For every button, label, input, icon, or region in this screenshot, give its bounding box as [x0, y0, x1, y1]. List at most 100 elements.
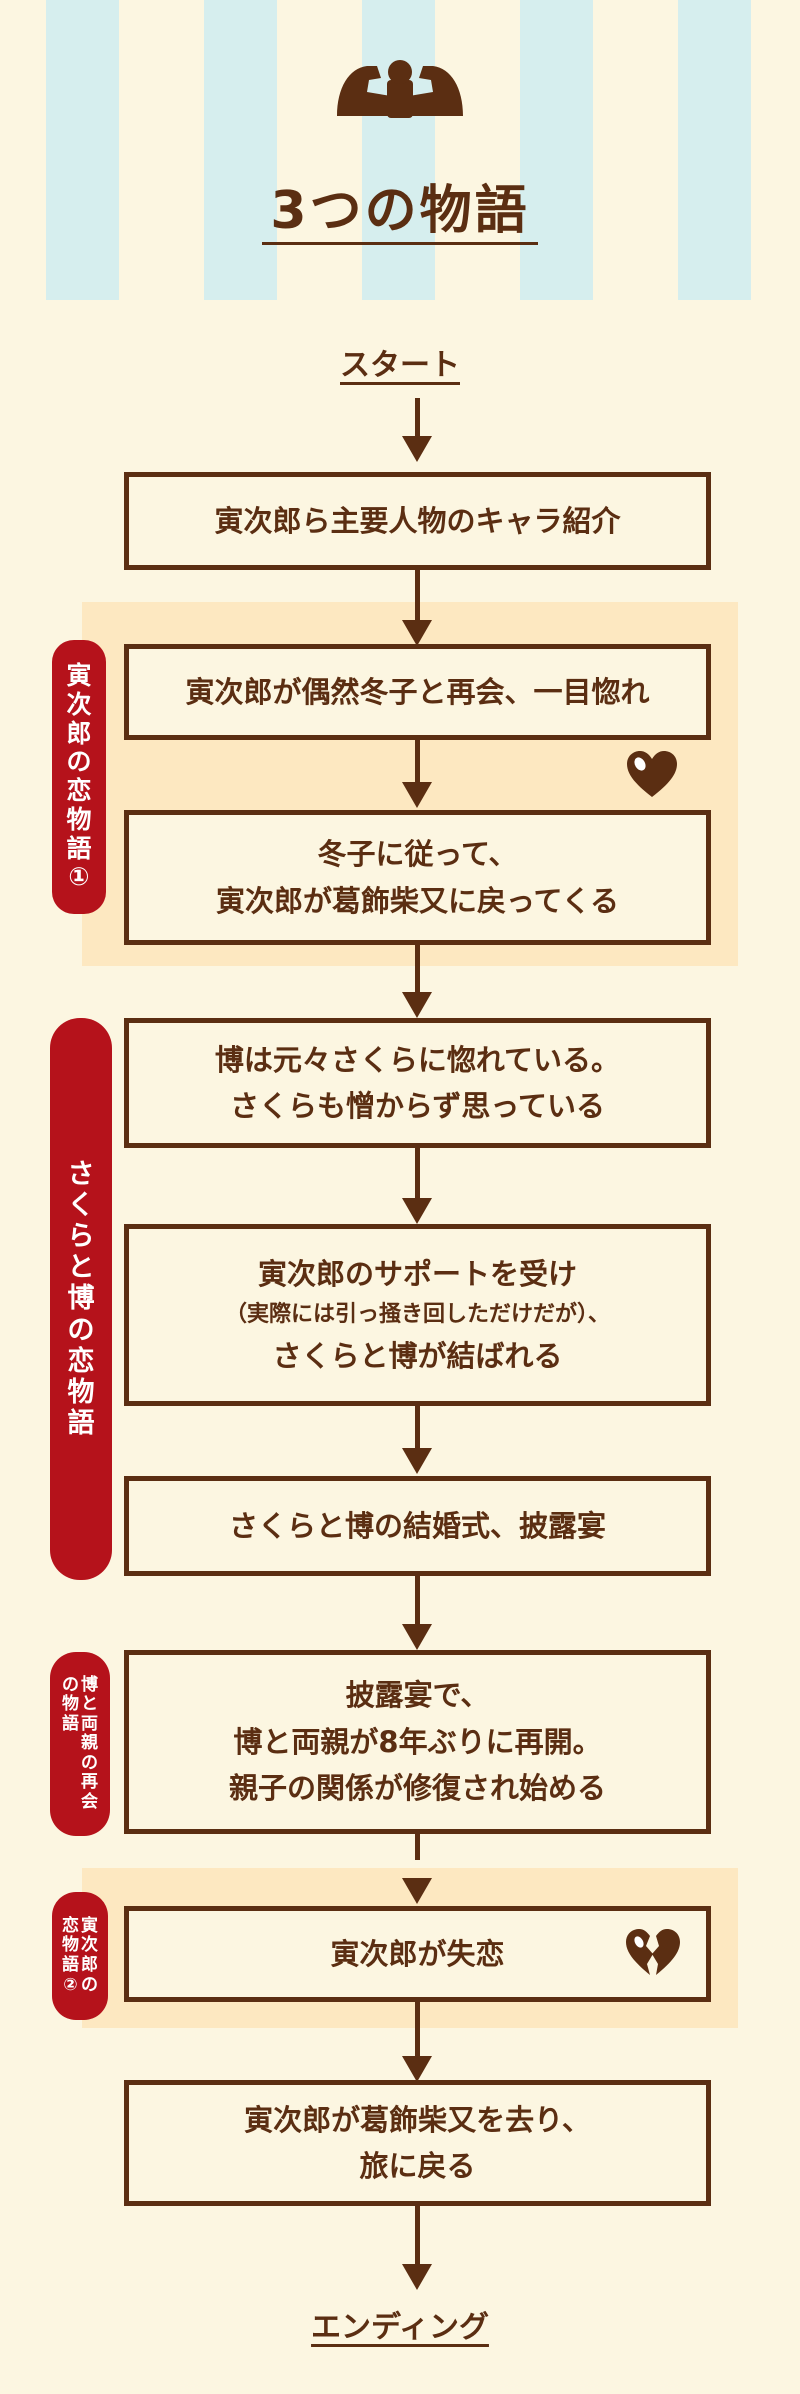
- vertical-char: 寅: [66, 661, 92, 690]
- vertical-char: 再: [81, 1772, 98, 1793]
- vertical-char: 次: [81, 1935, 98, 1956]
- vertical-char: の: [62, 1674, 79, 1695]
- step-text: 寅次郎が失恋: [330, 1936, 505, 1971]
- arrowhead-6: [402, 1624, 432, 1650]
- vertical-char: 博: [81, 1674, 98, 1695]
- step-sakura-hiroshi-united: 寅次郎のサポートを受け （実際には引っ掻き回しただけだが）、 さくらと博が結ばれ…: [124, 1224, 711, 1406]
- step-heartbreak: 寅次郎が失恋: [124, 1906, 711, 2002]
- step-wedding: さくらと博の結婚式、披露宴: [124, 1476, 711, 1576]
- arrowhead-3: [402, 992, 432, 1018]
- vertical-char: さ: [67, 1159, 95, 1191]
- vertical-char: 物: [66, 804, 92, 834]
- step-text: さくらと博の結婚式、披露宴: [228, 1508, 606, 1543]
- striped-header-band: [46, 0, 760, 300]
- vertical-char: の: [66, 747, 92, 777]
- side-label-parents-reunion: 博と両親の再会 の物語: [50, 1652, 110, 1836]
- step-text: 寅次郎が偶然冬子と再会、一目惚れ: [185, 674, 650, 709]
- vertical-text: 寅次郎の: [81, 1915, 98, 1995]
- step-text: さくらも憎からず思っている: [230, 1089, 605, 1123]
- step-leaves-shibamata: 寅次郎が葛飾柴又を去り、 旅に戻る: [124, 2080, 711, 2206]
- vertical-char: 恋: [66, 776, 92, 805]
- ending-label: エンディング: [311, 2310, 489, 2345]
- vertical-char: 語: [62, 1713, 79, 1734]
- step-text: 博は元々さくらに惚れている。: [214, 1042, 621, 1077]
- connector-3: [415, 945, 420, 993]
- flexing-muscle-icon: [337, 60, 463, 118]
- vertical-char: 郎: [66, 718, 92, 748]
- step-character-intro: 寅次郎ら主要人物のキャラ紹介: [124, 472, 711, 570]
- vertical-char: ら: [67, 1221, 95, 1253]
- vertical-char: 寅: [81, 1915, 98, 1936]
- arrowhead-2: [402, 782, 432, 808]
- connector-7: [415, 1834, 420, 1860]
- arrowhead-5: [402, 1448, 432, 1474]
- vertical-text: さくらと博の恋物語: [68, 1159, 95, 1438]
- connector-end: [415, 2206, 420, 2266]
- arrowhead-8: [402, 2056, 432, 2082]
- step-text: 寅次郎が葛飾柴又に戻ってくる: [215, 883, 620, 918]
- connector-4: [415, 1148, 420, 1200]
- vertical-char: 両: [81, 1713, 98, 1734]
- step-text: 寅次郎が葛飾柴又を去り、: [244, 2102, 591, 2137]
- vertical-char: 会: [81, 1791, 98, 1812]
- title-underline: [262, 242, 538, 245]
- vertical-char: 親: [81, 1733, 98, 1754]
- start-label: スタート: [340, 348, 460, 383]
- vertical-char: く: [67, 1190, 95, 1222]
- step-text: 寅次郎のサポートを受け: [257, 1257, 577, 1292]
- broken-heart-icon: [626, 1929, 680, 1975]
- vertical-text-columns: 博と両親の再会 の物語: [62, 1674, 98, 1813]
- connector-6: [415, 1576, 420, 1626]
- vertical-char: 物: [62, 1935, 79, 1956]
- vertical-char: 博: [67, 1283, 95, 1315]
- step-text: 博と両親が8年ぶりに再開。: [233, 1724, 602, 1759]
- step-meets-fuyuko: 寅次郎が偶然冬子と再会、一目惚れ: [124, 644, 711, 740]
- vertical-char: 物: [62, 1694, 79, 1715]
- connector-2: [415, 740, 420, 784]
- vertical-char: ①: [68, 862, 90, 892]
- step-text: 親子の関係が修復され始める: [228, 1771, 606, 1806]
- arrowhead-start: [402, 436, 432, 462]
- arrowhead-end: [402, 2264, 432, 2290]
- side-label-sakura-hiroshi: さくらと博の恋物語: [50, 1018, 112, 1580]
- vertical-char: と: [81, 1694, 98, 1715]
- vertical-text: 博と両親の再会: [81, 1674, 98, 1813]
- step-returns-shibamata: 冬子に従って、 寅次郎が葛飾柴又に戻ってくる: [124, 810, 711, 945]
- step-text: さくらと博が結ばれる: [272, 1338, 563, 1373]
- connector-8: [415, 2002, 420, 2058]
- vertical-char: の: [81, 1752, 98, 1773]
- vertical-char: 物: [67, 1376, 95, 1408]
- step-text: （実際には引っ掻き回しただけだが）、: [224, 1302, 610, 1328]
- arrowhead-7: [402, 1878, 432, 1904]
- page-title: 3つの物語: [270, 181, 530, 241]
- connector-start: [415, 398, 420, 438]
- vertical-char: 次: [66, 689, 92, 719]
- step-text: 旅に戻る: [359, 2149, 476, 2183]
- connector-1: [415, 570, 420, 622]
- step-hiroshi-loves-sakura: 博は元々さくらに惚れている。 さくらも憎からず思っている: [124, 1018, 711, 1148]
- vertical-char: 語: [67, 1407, 95, 1439]
- step-text: 披露宴で、: [345, 1678, 490, 1713]
- step-parents-reunion: 披露宴で、 博と両親が8年ぶりに再開。 親子の関係が修復され始める: [124, 1650, 711, 1834]
- arrowhead-4: [402, 1198, 432, 1224]
- vertical-char: 恋: [67, 1345, 95, 1377]
- arrowhead-1: [402, 620, 432, 646]
- vertical-char: ②: [63, 1974, 78, 1995]
- title-area: 3つの物語: [0, 0, 800, 300]
- vertical-char: の: [81, 1974, 98, 1995]
- heart-icon: [627, 751, 677, 797]
- step-text: 寅次郎ら主要人物のキャラ紹介: [214, 503, 621, 538]
- vertical-char: と: [67, 1252, 95, 1284]
- vertical-char: の: [67, 1314, 95, 1346]
- vertical-char: 郎: [81, 1955, 98, 1975]
- vertical-text: の物語: [62, 1674, 79, 1813]
- vertical-char: 恋: [62, 1915, 79, 1936]
- vertical-char: 語: [66, 833, 92, 863]
- connector-5: [415, 1406, 420, 1450]
